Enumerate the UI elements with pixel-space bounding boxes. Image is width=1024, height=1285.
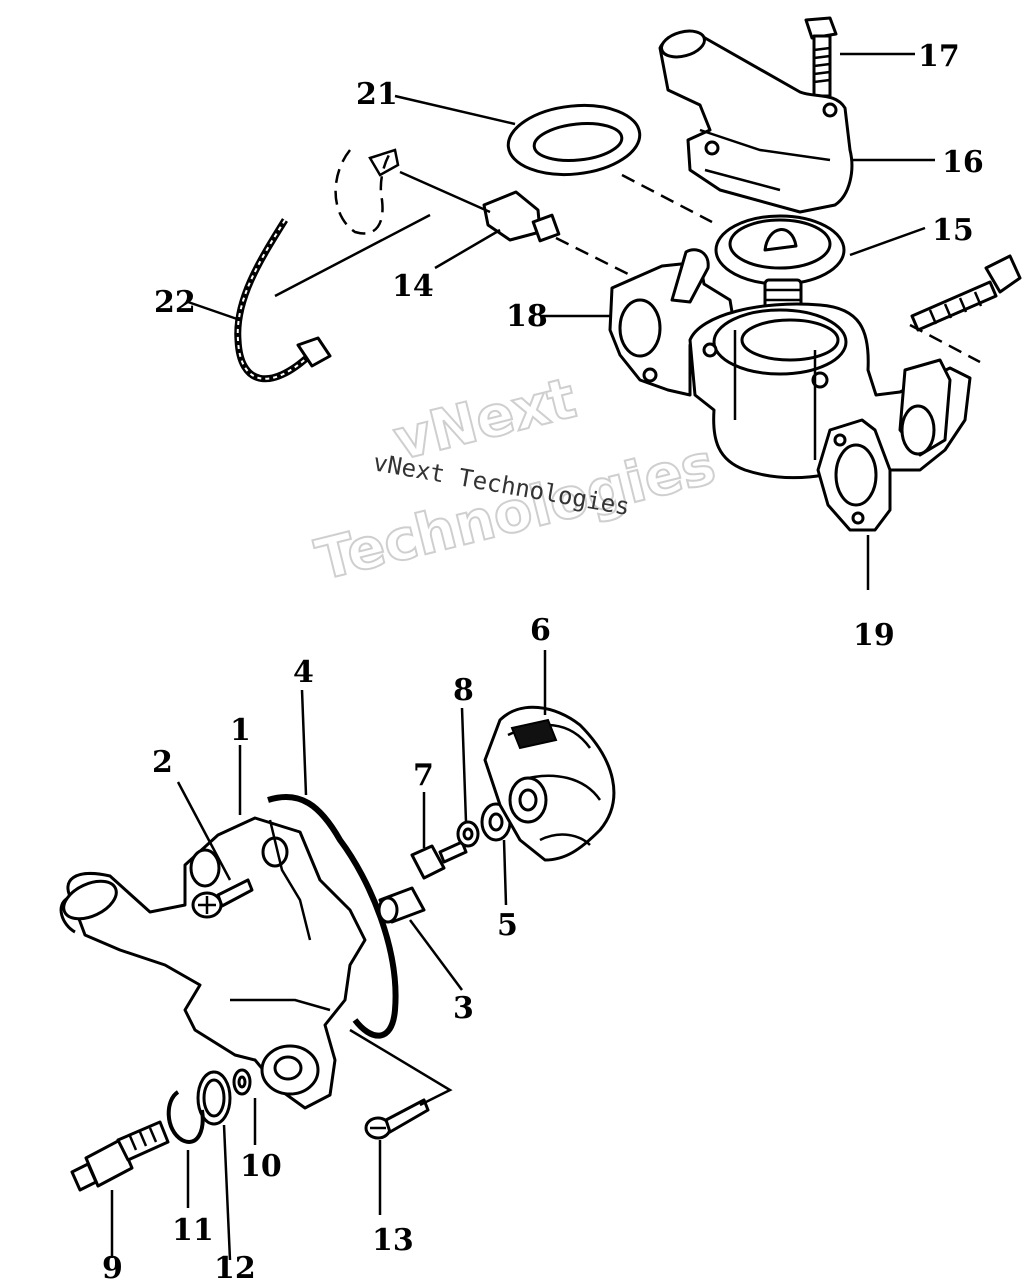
callout-13: 13 [372,1223,414,1258]
part-19-gasket [816,418,892,532]
part-15-thermostat [714,214,846,312]
callout-11: 11 [172,1213,214,1248]
callout-21: 21 [356,77,398,112]
part-3-bushing [377,886,426,924]
part-13-screw [364,1098,430,1140]
callout-8: 8 [453,673,474,708]
part-1-pump-body [59,816,367,1110]
callout-6: 6 [530,613,551,648]
watermark-line2: Technologies [310,432,722,594]
callout-14: 14 [392,269,434,304]
part-9-drain-plug [70,1120,170,1192]
part-22-wire [234,218,332,383]
sender-cap-outline [334,148,491,235]
part-6-impeller [483,705,616,862]
alignment-lines-upper [555,173,981,364]
part-10-washer [232,1068,252,1096]
callout-19: 19 [853,618,895,653]
part-2-screw [191,878,254,919]
part-12-ring [196,1070,232,1126]
part-17-bolt [804,16,838,98]
callouts: 17 16 15 21 14 18 22 19 6 4 8 1 2 7 5 3 … [102,39,984,1285]
part-7-bolt [410,840,468,880]
callout-17: 17 [918,39,960,74]
callout-4: 4 [293,655,314,690]
callout-16: 16 [942,145,984,180]
part-21-gasket [506,103,642,177]
alignment-lines-lower [349,1028,453,1107]
callout-15: 15 [932,213,974,248]
callout-9: 9 [102,1251,123,1280]
callout-10: 10 [240,1149,282,1184]
callout-3: 3 [453,991,474,1026]
callout-18: 18 [506,299,548,334]
part-11-clip [166,1090,205,1144]
part-14-temperature-sender [482,190,561,243]
callout-5: 5 [497,908,518,943]
callout-12: 12 [214,1251,256,1280]
part-8-washer [456,820,480,848]
callout-22: 22 [154,285,196,320]
part-16-thermostat-cover [658,29,854,214]
leader-lines [110,52,935,1261]
callout-2: 2 [152,745,173,780]
callout-7: 7 [413,758,434,793]
part-18-housing [608,248,972,480]
callout-1: 1 [230,713,251,748]
watermark: vNext Technologies vNext Technologies [309,365,723,595]
side-bolt [910,254,1022,332]
